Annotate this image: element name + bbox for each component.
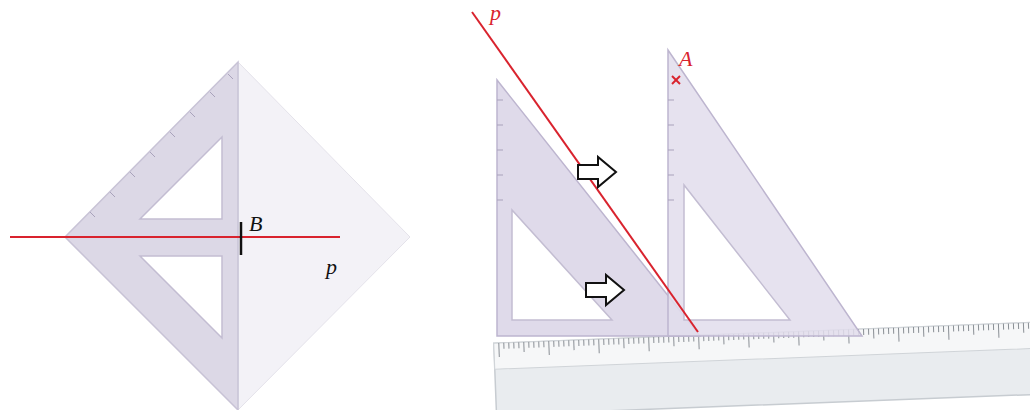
set-square-hole (140, 137, 222, 219)
ruler-tick (653, 337, 654, 343)
ruler-tick (558, 341, 559, 347)
ruler-tick (883, 328, 884, 334)
ruler-tick (603, 339, 604, 345)
ruler-tick (578, 340, 579, 346)
ruler-tick (958, 325, 959, 331)
ruler-tick (963, 325, 964, 331)
ruler-tick (928, 327, 929, 333)
ruler-tick (893, 328, 894, 334)
ruler-tick (978, 325, 979, 331)
set-square-hole (512, 210, 612, 320)
ruler-tick (663, 337, 664, 343)
ruler-tick (923, 327, 924, 337)
ruler-tick (683, 336, 684, 342)
ruler-tick (623, 338, 624, 348)
ruler-tick (633, 338, 634, 344)
ruler-tick (863, 329, 864, 335)
move-arrow (578, 157, 616, 187)
point-label: A (679, 48, 692, 70)
point-label: B (249, 213, 262, 235)
scale-ticks (497, 100, 674, 200)
ruler-tick (518, 342, 519, 348)
point-mark (240, 222, 243, 255)
ruler-tick (913, 327, 914, 333)
move-arrow (586, 275, 624, 305)
ruler-tick (1028, 323, 1029, 329)
ruler-tick (628, 338, 629, 344)
ruler-tick (888, 328, 889, 334)
set-square-hole (684, 185, 790, 320)
ruler-tick (563, 341, 564, 347)
ruler-tick (918, 327, 919, 333)
ruler-tick (498, 343, 500, 357)
ruler-tick (948, 326, 950, 340)
ruler-tick (878, 328, 879, 334)
ruler-tick (908, 327, 909, 333)
ruler-tick (973, 325, 974, 335)
ruler-tick (668, 336, 669, 342)
ruler-tick (583, 340, 584, 346)
ruler-tick (903, 327, 904, 333)
ruler-tick (943, 326, 944, 332)
ruler-tick (868, 329, 869, 335)
ruler-tick (548, 341, 550, 355)
ruler-tick (673, 336, 674, 346)
ruler-tick (953, 326, 954, 332)
ruler-tick (933, 326, 934, 332)
ruler-tick (513, 342, 514, 348)
ruler-tick (573, 340, 574, 350)
ruler-tick (1003, 324, 1004, 330)
ruler-tick (523, 342, 524, 352)
ruler-tick (648, 337, 650, 351)
ruler-tick (898, 328, 900, 342)
ruler-tick (568, 340, 569, 346)
ruler-tick (613, 339, 614, 345)
point-cross (672, 76, 680, 84)
ruler-tick (1013, 323, 1014, 329)
ruler-tick (1018, 323, 1019, 329)
ruler-tick (998, 324, 1000, 338)
line-p (10, 236, 340, 238)
ruler-tick (678, 336, 679, 342)
ruler-tick (1023, 323, 1024, 333)
ruler-tick (553, 341, 554, 347)
ruler-tick (873, 329, 874, 339)
ruler-tick (968, 325, 969, 331)
set-square-hole (140, 256, 222, 338)
ruler-tick (618, 338, 619, 344)
ruler-tick (1008, 323, 1009, 329)
scale-ticks (90, 74, 233, 217)
ruler-tick (638, 338, 639, 344)
point-label: p (326, 256, 337, 278)
ruler-tick (938, 326, 939, 332)
ruler-tick (543, 341, 544, 347)
ruler-tick (983, 324, 984, 330)
ruler-tick (593, 339, 594, 345)
ruler-tick (528, 342, 529, 348)
point-label: p (490, 2, 501, 24)
ruler-tick (643, 337, 644, 343)
ruler-tick (503, 343, 504, 349)
ruler-tick (608, 339, 609, 345)
ruler-tick (658, 337, 659, 343)
ruler-tick (988, 324, 989, 330)
ruler-tick (598, 339, 600, 353)
set-square (668, 50, 862, 336)
ruler-tick (993, 324, 994, 330)
ruler-tick (588, 340, 589, 346)
ruler-tick (508, 343, 509, 349)
line-p (472, 12, 698, 332)
ruler-tick (538, 341, 539, 347)
ruler-tick (698, 335, 700, 349)
ruler-tick (533, 342, 534, 348)
